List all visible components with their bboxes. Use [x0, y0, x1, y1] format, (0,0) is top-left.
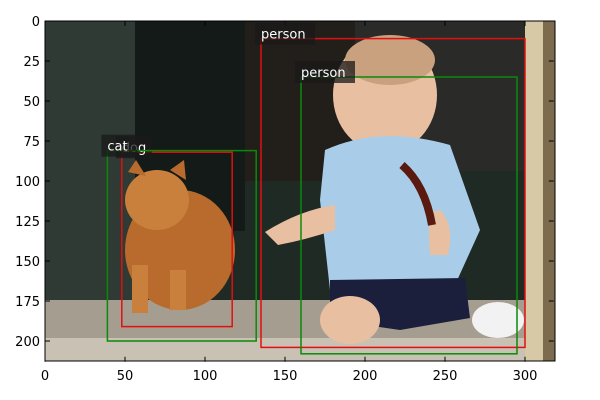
detection-label-person: person	[301, 66, 346, 81]
detection-box-person	[300, 76, 518, 355]
x-tick-label: 300	[513, 369, 538, 384]
detection-boxes: personpersondogcat	[101, 22, 526, 355]
y-axis: 0 25 50 75 100 125 150 175 200	[15, 15, 554, 350]
y-tick-label: 50	[23, 95, 40, 110]
detection-label-person: person	[261, 28, 306, 43]
axes-frame	[44, 20, 556, 362]
detection-label-bg	[255, 22, 315, 45]
y-tick-label: 175	[15, 295, 40, 310]
detection-label-bg	[101, 134, 138, 157]
y-tick-label: 100	[15, 175, 40, 190]
detection-box-person	[260, 37, 526, 349]
y-tick-label: 25	[23, 55, 40, 70]
x-axis: 0 50 100 150 200 250 300	[41, 21, 538, 384]
detection-box-cat	[106, 149, 257, 342]
x-tick-label: 100	[193, 369, 218, 384]
x-tick-label: 0	[41, 369, 49, 384]
x-tick-label: 250	[433, 369, 458, 384]
x-tick-label: 150	[273, 369, 298, 384]
x-tick-label: 200	[353, 369, 378, 384]
y-tick-label: 150	[15, 255, 40, 270]
x-tick-label: 50	[117, 369, 134, 384]
detection-label-cat: cat	[107, 140, 127, 155]
y-tick-label: 75	[23, 135, 40, 150]
detection-label-bg	[295, 61, 355, 83]
y-tick-label: 200	[15, 335, 40, 350]
detection-box-dog	[121, 151, 233, 328]
y-tick-label: 125	[15, 215, 40, 230]
y-tick-label: 0	[32, 15, 40, 30]
